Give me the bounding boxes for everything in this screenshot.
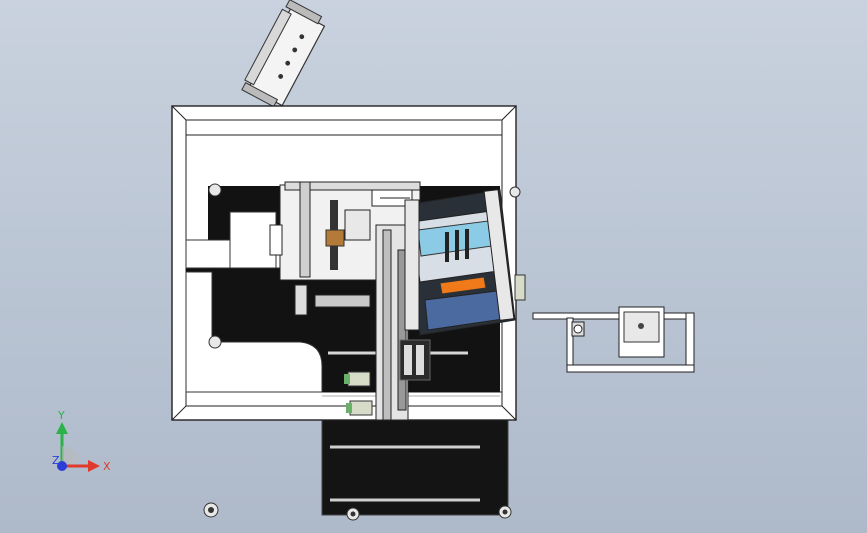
axis-triad: Y X Z [40, 408, 120, 483]
z-axis-dot [57, 461, 67, 471]
right-tilted-module [404, 189, 526, 336]
motor-1 [347, 371, 371, 387]
x-axis-label: X [103, 460, 111, 473]
z-axis-label: Z [52, 454, 60, 467]
motor-2 [349, 400, 373, 416]
copper-block [325, 229, 345, 247]
y-axis-label: Y [57, 409, 65, 422]
tilted-rail-assembly [241, 0, 326, 108]
side-conveyor [532, 306, 695, 373]
